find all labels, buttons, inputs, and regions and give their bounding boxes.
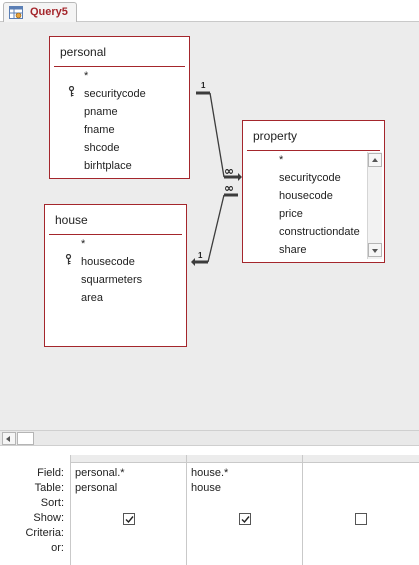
table-title-divider <box>247 150 380 151</box>
column-selector[interactable] <box>71 455 186 463</box>
primary-key-icon <box>65 254 72 265</box>
cell-table[interactable]: personal <box>75 482 118 494</box>
field-property-share[interactable]: share <box>279 244 307 256</box>
checkmark-icon <box>125 516 134 524</box>
field-personal-all[interactable]: * <box>84 70 89 82</box>
scroll-down-arrow-icon[interactable] <box>368 243 382 257</box>
join-one-label: 1 <box>201 81 206 90</box>
document-tab-strip: Query5 <box>0 0 419 23</box>
scroll-thumb[interactable] <box>17 432 34 445</box>
row-label-field: Field: <box>37 467 64 479</box>
column-selector[interactable] <box>187 455 302 463</box>
table-house-title[interactable]: house <box>55 213 88 227</box>
join-house-property[interactable]: 1 ∞ <box>191 181 238 266</box>
field-house-squarmeters[interactable]: squarmeters <box>81 274 143 286</box>
checkmark-icon <box>241 516 250 524</box>
join-many-label: ∞ <box>224 181 234 195</box>
field-property-constructiondate[interactable]: constructiondate <box>279 226 360 238</box>
join-many-label: ∞ <box>224 164 234 178</box>
field-house-area[interactable]: area <box>81 292 104 304</box>
field-property-all[interactable]: * <box>279 154 284 166</box>
show-checkbox[interactable] <box>123 513 135 525</box>
table-personal[interactable]: personal * securitycode pname fname shco… <box>49 36 190 179</box>
join-personal-property[interactable]: 1 ∞ <box>196 81 242 181</box>
row-label-or: or: <box>51 542 64 554</box>
cell-field[interactable]: personal.* <box>75 467 125 479</box>
scroll-up-arrow-icon[interactable] <box>368 153 382 167</box>
query-design-grid: Field: Table: Sort: Show: Criteria: or: … <box>0 455 419 565</box>
column-selector[interactable] <box>303 455 419 463</box>
cell-table[interactable]: house <box>191 482 221 494</box>
row-label-sort: Sort: <box>40 497 64 509</box>
table-property-title[interactable]: property <box>253 129 298 143</box>
field-property-housecode[interactable]: housecode <box>279 190 333 202</box>
grid-column-2[interactable]: house.* house <box>186 455 302 565</box>
field-property-securitycode[interactable]: securitycode <box>279 172 341 184</box>
query-icon <box>9 6 23 19</box>
field-personal-shcode[interactable]: shcode <box>84 142 120 154</box>
query-design-surface[interactable]: personal * securitycode pname fname shco… <box>0 22 419 430</box>
grid-row-headers: Field: Table: Sort: Show: Criteria: or: <box>0 455 70 565</box>
field-personal-pname[interactable]: pname <box>84 106 118 118</box>
table-property[interactable]: property * securitycode housecode price … <box>242 120 385 263</box>
field-house-all[interactable]: * <box>81 238 86 250</box>
show-checkbox[interactable] <box>239 513 251 525</box>
table-title-divider <box>49 234 182 235</box>
primary-key-icon <box>68 86 75 97</box>
pane-splitter[interactable] <box>0 447 419 455</box>
show-checkbox[interactable] <box>355 513 367 525</box>
grid-column-3[interactable] <box>302 455 419 565</box>
design-horizontal-scrollbar[interactable] <box>0 430 419 446</box>
table-house[interactable]: house * housecode squarmeters area <box>44 204 187 347</box>
row-label-show: Show: <box>33 512 64 524</box>
field-property-price[interactable]: price <box>279 208 303 220</box>
field-personal-birhtplace[interactable]: birhtplace <box>84 160 132 172</box>
property-field-scrollbar[interactable] <box>367 152 382 259</box>
table-personal-title[interactable]: personal <box>60 45 107 59</box>
tab-label: Query5 <box>30 6 68 18</box>
row-label-table: Table: <box>34 482 64 494</box>
field-house-housecode[interactable]: housecode <box>81 256 135 268</box>
row-label-criteria: Criteria: <box>25 527 64 539</box>
cell-field[interactable]: house.* <box>191 467 229 479</box>
scroll-left-arrow-icon[interactable] <box>2 432 16 445</box>
field-personal-securitycode[interactable]: securitycode <box>84 88 146 100</box>
field-personal-fname[interactable]: fname <box>84 124 115 136</box>
table-title-divider <box>54 66 185 67</box>
grid-column-1[interactable]: personal.* personal <box>70 455 186 565</box>
join-one-label: 1 <box>198 251 203 260</box>
tab-query5[interactable]: Query5 <box>3 2 77 23</box>
